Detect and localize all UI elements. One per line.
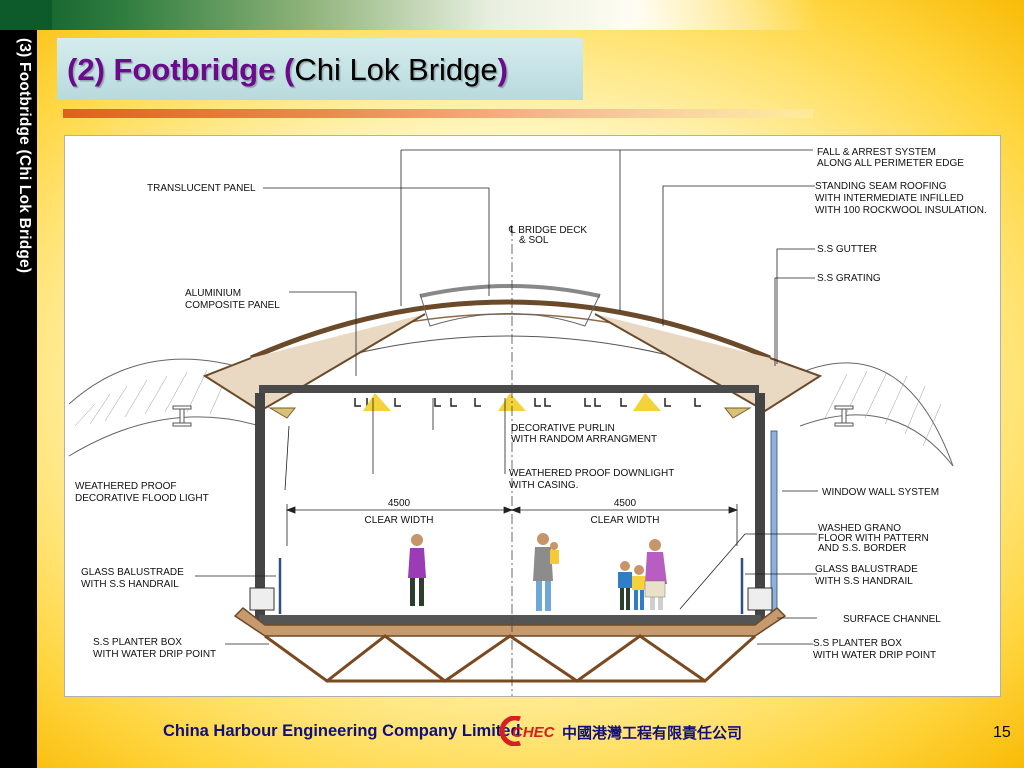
title-box: (2) Footbridge (Chi Lok Bridge) — [57, 38, 583, 100]
label-roofing-1: STANDING SEAM ROOFING — [815, 181, 947, 192]
truss — [264, 634, 757, 683]
label-grano-2: FLOOR WITH PATTERN — [818, 533, 929, 544]
person-woman-left — [408, 534, 426, 606]
svg-text:S.S GRATING: S.S GRATING — [817, 273, 881, 284]
roof-outer-curve — [249, 299, 771, 361]
right-eaves-bracket — [594, 313, 823, 413]
label-centerline-1: ℄ BRIDGE DECK — [508, 225, 587, 236]
label-planter-left-2: WITH WATER DRIP POINT — [93, 649, 216, 660]
person-group-right — [618, 539, 667, 610]
svg-text:TRANSLUCENT PANEL: TRANSLUCENT PANEL — [147, 183, 256, 194]
top-gradient-bar — [0, 0, 1024, 30]
svg-text:℄ BRIDGE DECK& SOL: ℄ BRIDGE DECK& SOL — [508, 225, 587, 246]
label-planter-left-1: S.S PLANTER BOX — [93, 637, 182, 648]
slide-title: (2) Footbridge (Chi Lok Bridge) — [67, 52, 508, 88]
svg-text:S.S GUTTER: S.S GUTTER — [817, 244, 877, 255]
footer-company-name: China Harbour Engineering Company Limite… — [163, 722, 521, 740]
label-planter-right-1: S.S PLANTER BOX — [813, 638, 902, 649]
label-downlight-1: WEATHERED PROOF DOWNLIGHT — [509, 468, 674, 479]
title-paren-close: ) — [497, 52, 508, 87]
i-beam-left — [172, 405, 192, 427]
label-aluminium-1: ALUMINIUM — [185, 288, 241, 299]
label-translucent-panel: TRANSLUCENT PANEL — [147, 183, 256, 194]
deck-slab — [259, 615, 761, 625]
planter-box-right — [747, 587, 773, 611]
top-beam — [259, 385, 759, 393]
title-plain: Chi Lok Bridge — [294, 52, 498, 87]
sidebar-corner-accent — [0, 0, 52, 30]
label-fall-arrest-1: FALL & ARREST SYSTEM — [817, 147, 936, 158]
section-drawing: 4500 CLEAR WIDTH 4500 CLEAR WIDTH — [64, 135, 1001, 697]
left-eaves-bracket — [202, 313, 426, 413]
right-column — [755, 393, 765, 625]
label-centerline-2: & SOL — [519, 235, 549, 246]
svg-text:WINDOW WALL SYSTEM: WINDOW WALL SYSTEM — [822, 487, 939, 498]
dim-left-label: CLEAR WIDTH — [365, 515, 434, 526]
label-balustrade-right-1: GLASS BALUSTRADE — [815, 564, 918, 575]
skylight-frame — [419, 293, 601, 327]
dim-right-value: 4500 — [614, 498, 637, 509]
logo-text: CHEC — [512, 724, 556, 741]
label-gutter: S.S GUTTER — [817, 244, 877, 255]
side-bar: (3) Footbridge (Chi Lok Bridge) — [0, 0, 52, 768]
i-beam-right — [834, 405, 854, 427]
title-bold: (2) Footbridge — [67, 52, 284, 87]
left-column — [255, 393, 265, 625]
decorative-purlins — [354, 398, 701, 407]
label-roofing-3: WITH 100 ROCKWOOL INSULATION. — [815, 205, 987, 216]
title-paren-open: ( — [283, 52, 295, 87]
person-man-child — [533, 533, 559, 611]
label-grano-3: AND S.S. BORDER — [818, 543, 906, 554]
right-approach-arch-bottom — [799, 414, 954, 467]
leader-lines — [195, 149, 818, 645]
dim-left-value: 4500 — [388, 498, 411, 509]
label-window-wall: WINDOW WALL SYSTEM — [822, 487, 939, 498]
left-approach-arch-bottom — [68, 416, 261, 457]
label-balustrade-right-2: WITH S.S HANDRAIL — [815, 576, 913, 587]
chec-logo: CHEC — [499, 716, 556, 746]
label-balustrade-left-1: GLASS BALUSTRADE — [81, 567, 184, 578]
flood-light-left — [268, 407, 297, 419]
title-underline-rule — [63, 109, 813, 118]
label-planter-right-2: WITH WATER DRIP POINT — [813, 650, 936, 661]
page-number: 15 — [993, 724, 1011, 741]
right-approach-arch-top — [804, 362, 954, 467]
planter-box-left — [249, 587, 275, 611]
dimension-lines — [285, 504, 739, 546]
flood-light-right — [723, 407, 752, 419]
label-fall-arrest-2: ALONG ALL PERIMETER EDGE — [817, 158, 964, 169]
label-flood-light-1: WEATHERED PROOF — [75, 481, 176, 492]
dim-right-label: CLEAR WIDTH — [591, 515, 660, 526]
planter-box-outline — [233, 607, 787, 637]
side-title: (3) Footbridge (Chi Lok Bridge) — [16, 38, 33, 274]
label-surface-channel: SURFACE CHANNEL — [843, 614, 941, 625]
label-purlin-2: WITH RANDOM ARRANGMENT — [511, 434, 657, 445]
translucent-panel — [419, 284, 601, 298]
label-grano-1: WASHED GRANO — [818, 523, 901, 534]
label-downlight-2: WITH CASING. — [509, 480, 578, 491]
label-aluminium-2: COMPOSITE PANEL — [185, 300, 280, 311]
label-roofing-2: WITH INTERMEDIATE INFILLED — [815, 193, 964, 204]
label-flood-light-2: DECORATIVE FLOOD LIGHT — [75, 493, 209, 504]
label-purlin-1: DECORATIVE PURLIN — [511, 423, 615, 434]
svg-text:SURFACE CHANNEL: SURFACE CHANNEL — [843, 614, 941, 625]
label-grating: S.S GRATING — [817, 273, 881, 284]
footer-company-chinese: 中國港灣工程有限責任公司 — [562, 724, 743, 742]
left-approach-arch-top — [68, 358, 254, 405]
label-balustrade-left-2: WITH S.S HANDRAIL — [81, 579, 179, 590]
